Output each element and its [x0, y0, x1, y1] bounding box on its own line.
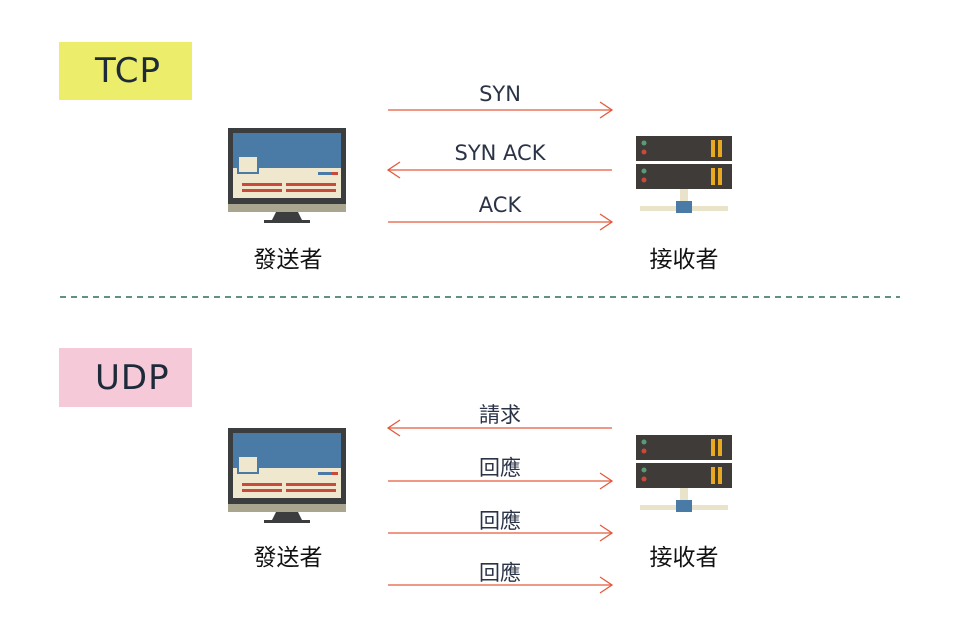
udp-msg-response-3: 回應 [479, 561, 521, 585]
udp-sender-label: 發送者 [253, 545, 323, 571]
udp-label: UDP [59, 348, 192, 407]
tcp-msg-syn: SYN [479, 82, 521, 106]
udp-msg-response-1: 回應 [479, 456, 521, 480]
udp-msg-request: 請求 [479, 403, 521, 427]
tcp-arrow-ack [388, 213, 614, 231]
udp-arrow-response-1 [388, 472, 614, 490]
tcp-receiver-server-icon [636, 136, 732, 213]
udp-receiver-label: 接收者 [649, 545, 719, 571]
tcp-receiver-label: 接收者 [649, 247, 719, 273]
udp-arrow-response-3 [388, 576, 614, 594]
tcp-sender-computer-icon [228, 128, 346, 223]
tcp-label: TCP [59, 42, 192, 100]
tcp-sender-label: 發送者 [253, 247, 323, 273]
tcp-arrow-syn-ack [386, 161, 612, 179]
udp-msg-response-2: 回應 [479, 509, 521, 533]
udp-arrow-request [386, 419, 612, 437]
udp-arrow-response-2 [388, 524, 614, 542]
udp-sender-computer-icon [228, 428, 346, 523]
udp-receiver-server-icon [636, 435, 732, 512]
tcp-msg-syn-ack: SYN ACK [454, 141, 546, 165]
tcp-msg-ack: ACK [478, 193, 522, 217]
tcp-arrow-syn [388, 101, 614, 119]
